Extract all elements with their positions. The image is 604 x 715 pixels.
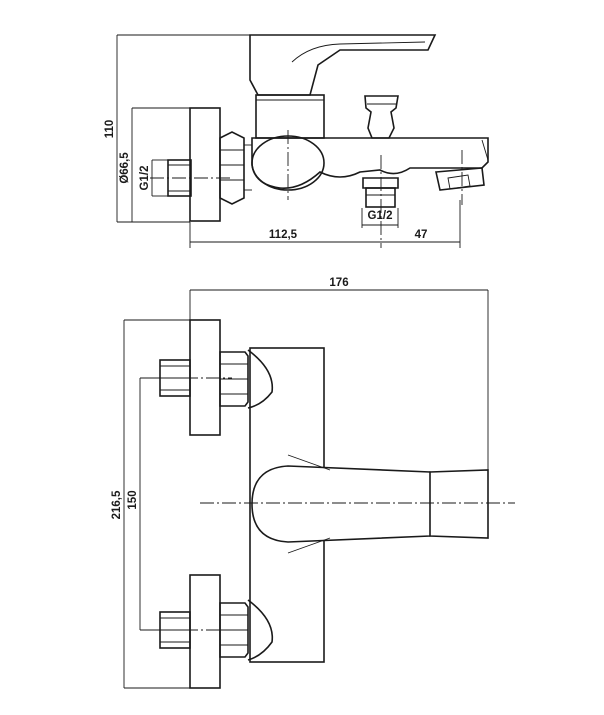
bottom-eccentric [247, 599, 274, 661]
front-handle [251, 465, 440, 543]
dim-label-side-inlet-thread: G1/2 [139, 166, 151, 191]
side-view [116, 34, 489, 248]
connector-nut [219, 131, 245, 205]
dim-label-side-height: 110 [104, 120, 116, 139]
bottom-nut [219, 602, 249, 658]
top-rosette [189, 319, 221, 436]
aerator [435, 167, 485, 191]
handle-neck [255, 94, 325, 139]
top-nut [219, 351, 249, 407]
dim-label-front-width: 176 [329, 277, 348, 289]
bottom-rosette [189, 574, 221, 689]
lever-handle [249, 34, 437, 96]
outlet-thread [365, 187, 396, 208]
mixer-body [251, 137, 489, 189]
dim-label-side-depth: 112,5 [269, 229, 298, 241]
dim-label-side-diameter: Ø66,5 [119, 152, 131, 184]
dim-label-side-spout-offset: 47 [415, 229, 428, 241]
dim-label-side-outlet-thread: G1/2 [368, 210, 393, 222]
diverter-knob [364, 95, 399, 139]
wall-rosette [189, 107, 221, 222]
front-spout [429, 469, 489, 539]
dim-label-front-inlet-spacing: 150 [127, 490, 139, 509]
front-view [123, 289, 515, 689]
outlet-fitting [362, 177, 399, 189]
dim-label-front-total-height: 216,5 [111, 490, 123, 519]
top-eccentric [247, 349, 274, 409]
